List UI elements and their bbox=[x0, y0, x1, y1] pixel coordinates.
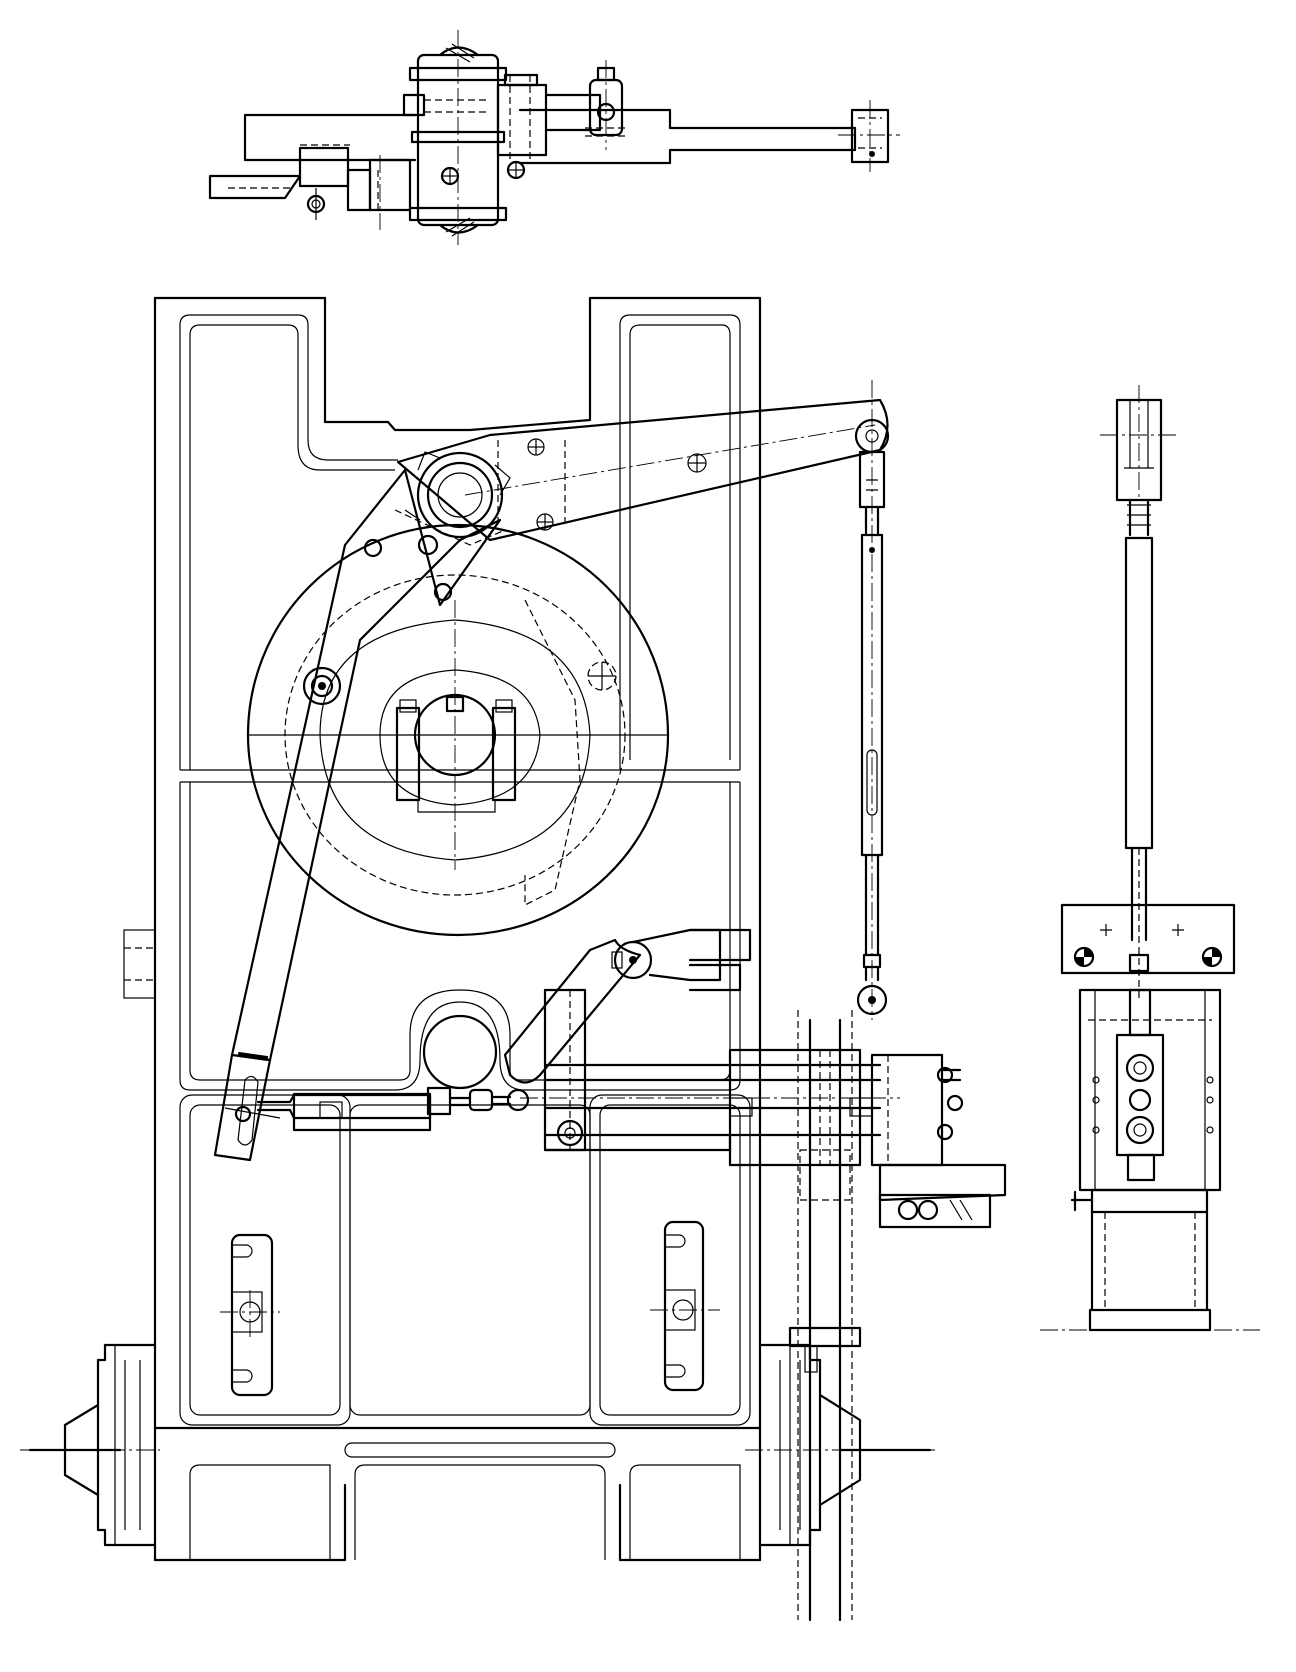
top-view-left-plate bbox=[243, 113, 417, 162]
side-view-roller-block bbox=[1115, 1033, 1165, 1157]
frame-left-recess bbox=[189, 324, 395, 770]
head-block bbox=[870, 1053, 944, 1167]
side-view bbox=[1040, 385, 1260, 1332]
top-view bbox=[208, 30, 900, 245]
frame-center-pocket bbox=[349, 1104, 591, 1416]
pivot-hub bbox=[416, 451, 504, 539]
side-view-rod bbox=[1124, 536, 1154, 850]
tool-clamp bbox=[878, 1193, 992, 1229]
top-view-left-bracket bbox=[208, 174, 302, 200]
cam-clamp-bolt-right bbox=[491, 706, 517, 802]
slotted-plate-left bbox=[230, 1233, 274, 1397]
right-flange bbox=[758, 1343, 932, 1547]
upper-rocker-arm bbox=[396, 398, 889, 542]
front-view bbox=[20, 296, 1007, 1622]
frame-slot bbox=[344, 1442, 616, 1458]
vertical-column bbox=[808, 1018, 842, 1622]
cam-groove-inner bbox=[319, 619, 591, 861]
frame-outline bbox=[153, 296, 762, 1562]
cam-pitch-circle bbox=[284, 574, 626, 896]
cam-follower-roller bbox=[302, 666, 342, 706]
turnbuckle-body bbox=[292, 1092, 432, 1132]
slide-rails bbox=[543, 1063, 882, 1137]
tool-holder bbox=[878, 1163, 1007, 1202]
left-flange bbox=[28, 1343, 157, 1547]
side-view-crosshead bbox=[1060, 903, 1236, 975]
left-side-block bbox=[123, 929, 156, 999]
frame-left-pocket bbox=[189, 1104, 341, 1416]
swing-arm-slot bbox=[237, 1075, 259, 1146]
top-view-clevis bbox=[496, 83, 548, 157]
connecting-rod bbox=[256, 1093, 432, 1120]
frame-bore bbox=[422, 1014, 498, 1090]
cam-clamp-bolt-left bbox=[395, 706, 421, 802]
bellcrank bbox=[503, 938, 642, 1084]
side-view-base-plate bbox=[1090, 1188, 1209, 1214]
side-view-foot bbox=[1088, 1308, 1212, 1332]
frame-right-recess bbox=[619, 314, 741, 770]
top-view-long-arm bbox=[518, 108, 857, 165]
lower-swing-arm bbox=[230, 468, 502, 1062]
frame-right-pocket bbox=[599, 1104, 741, 1416]
